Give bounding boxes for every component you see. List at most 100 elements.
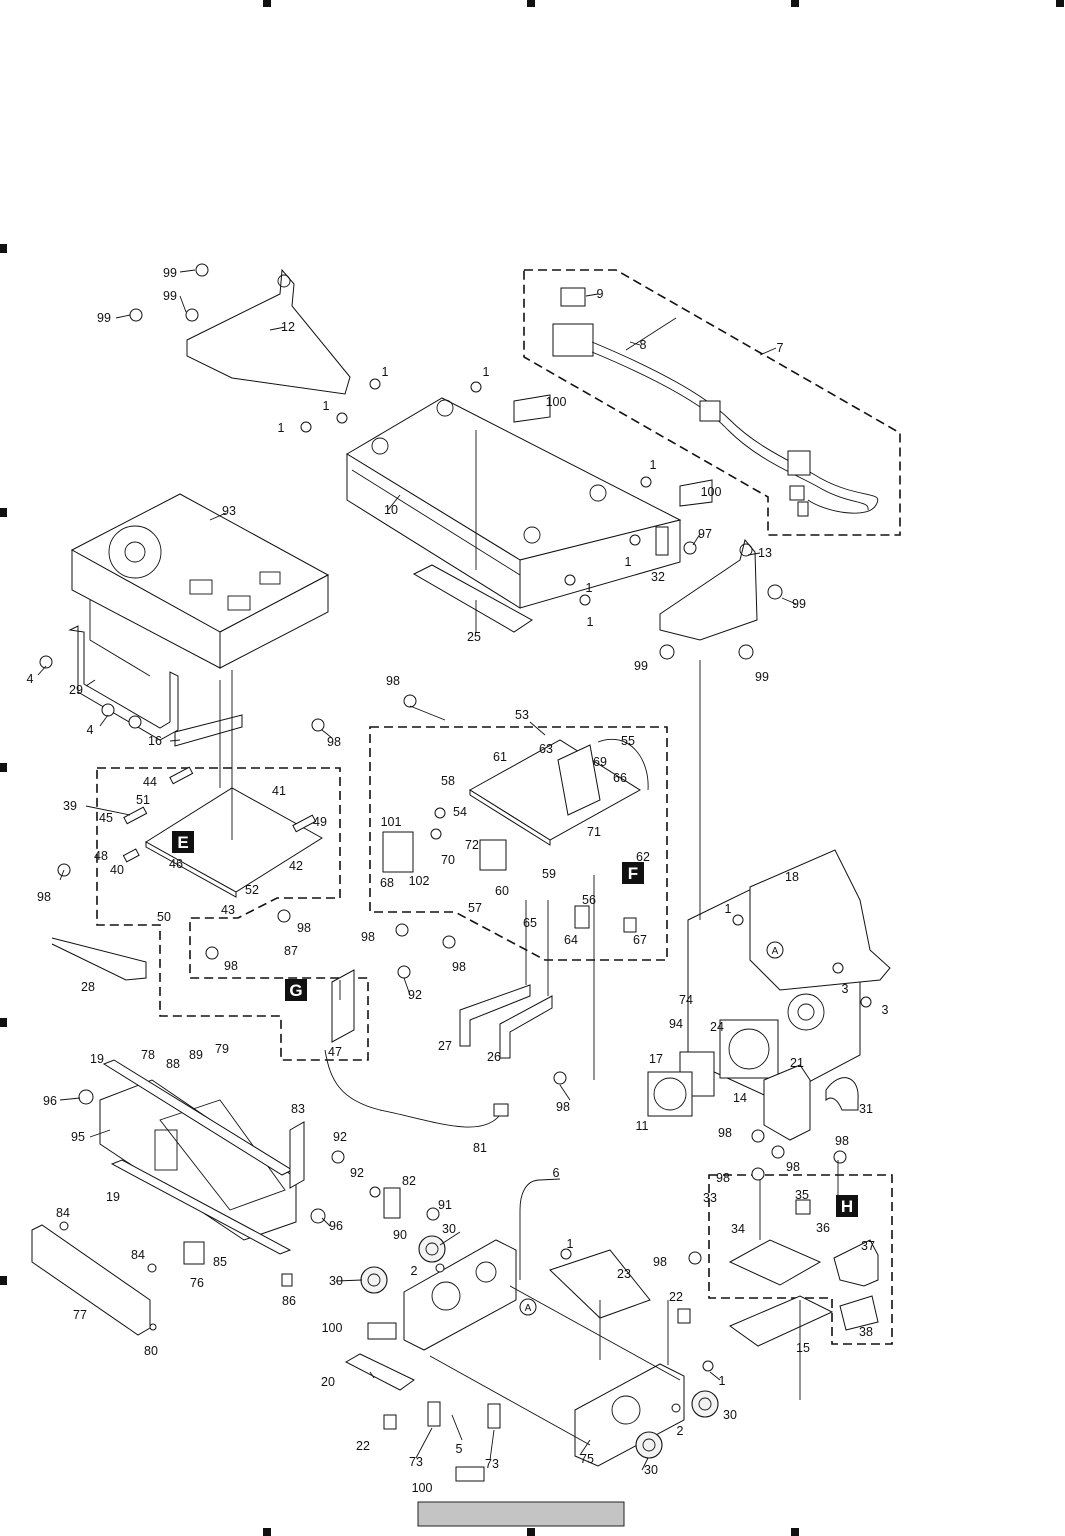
part-number-label: 1 (382, 365, 389, 379)
part-number-label: 21 (790, 1056, 804, 1070)
part-number-label: 28 (81, 980, 95, 994)
part-number-label: 1 (567, 1237, 574, 1251)
part-number-label: 15 (796, 1341, 810, 1355)
part-number-label: 80 (144, 1344, 158, 1358)
part-number-label: 96 (329, 1219, 343, 1233)
sheet-18 (749, 849, 891, 991)
part-number-label: 60 (495, 884, 509, 898)
part-number-label: 34 (731, 1222, 745, 1236)
part-number-label: 92 (408, 988, 422, 1002)
part-number-label: 24 (710, 1020, 724, 1034)
part-number-label: 29 (69, 683, 83, 697)
part-number-label: 44 (143, 775, 157, 789)
part-number-label: 96 (43, 1094, 57, 1108)
part-number-label: 98 (786, 1160, 800, 1174)
part-number-label: 2 (677, 1424, 684, 1438)
part-number-label: 98 (386, 674, 400, 688)
part-number-label: 6 (553, 1166, 560, 1180)
part-number-label: 30 (329, 1274, 343, 1288)
part-number-label: 94 (669, 1017, 683, 1031)
part-number-label: 1 (483, 365, 490, 379)
reference-circle: A (766, 941, 784, 959)
assembly-marker-f: F (622, 862, 644, 884)
front-panel-group (31, 1059, 401, 1336)
assembly-marker-e: E (172, 831, 194, 853)
svg-text:G: G (289, 981, 302, 1000)
part-number-label: 40 (110, 863, 124, 877)
part-number-label: 46 (169, 857, 183, 871)
part-number-label: 27 (438, 1039, 452, 1053)
part-number-label: 43 (221, 903, 235, 917)
part-number-label: 98 (835, 1134, 849, 1148)
part-number-label: 99 (163, 266, 177, 280)
part-number-label: 84 (131, 1248, 145, 1262)
part-number-label: 83 (291, 1102, 305, 1116)
part-number-label: 86 (282, 1294, 296, 1308)
part-number-label: 85 (213, 1255, 227, 1269)
part-number-label: 1 (725, 902, 732, 916)
fan-24 (719, 1019, 779, 1079)
part-number-label: 67 (633, 933, 647, 947)
sheet-20 (344, 1353, 415, 1391)
part-number-label: 99 (163, 289, 177, 303)
board-53-group (382, 738, 649, 1059)
part-number-label: 98 (297, 921, 311, 935)
part-number-label: 65 (523, 916, 537, 930)
part-number-label: 22 (669, 1290, 683, 1304)
part-number-label: 18 (785, 870, 799, 884)
label-100-a (513, 394, 551, 423)
part-number-label: 5 (456, 1442, 463, 1456)
part-number-label: 55 (621, 734, 635, 748)
part-number-label: 37 (861, 1239, 875, 1253)
part-number-label: 57 (468, 901, 482, 915)
label-100-d (455, 1466, 485, 1482)
part-number-label: 10 (384, 503, 398, 517)
assembly-marker-h: H (836, 1195, 858, 1217)
part-number-label: 72 (465, 838, 479, 852)
part-number-label: 52 (245, 883, 259, 897)
damper-30-d (635, 1431, 663, 1459)
sheet-15 (728, 1295, 834, 1347)
flex-cable-26 (499, 995, 553, 1059)
part-number-label: 51 (136, 793, 150, 807)
part-number-label: 78 (141, 1048, 155, 1062)
part-number-label: 48 (94, 849, 108, 863)
part-number-label: 99 (634, 659, 648, 673)
part-number-label: 99 (97, 311, 111, 325)
part-number-label: 63 (539, 742, 553, 756)
assembly-markers: E F G H (172, 831, 858, 1217)
part-number-label: 1 (586, 581, 593, 595)
part-number-label: 19 (90, 1052, 104, 1066)
fan-housing-11 (647, 1071, 693, 1117)
part-number-label: 58 (441, 774, 455, 788)
part-number-label: 92 (333, 1130, 347, 1144)
bracket-14 (763, 1064, 811, 1141)
part-number-label: 4 (27, 672, 34, 686)
part-number-label: 26 (487, 1050, 501, 1064)
label-100-b (679, 479, 713, 507)
part-number-label: 77 (73, 1308, 87, 1322)
part-number-label: 3 (882, 1003, 889, 1017)
part-number-label: 19 (106, 1190, 120, 1204)
part-number-label: 1 (625, 555, 632, 569)
board-outline-53-F (369, 726, 668, 961)
part-number-label: 100 (322, 1321, 343, 1335)
bracket-83 (289, 1121, 305, 1189)
part-number-label: 69 (593, 755, 607, 769)
part-number-label: 36 (816, 1221, 830, 1235)
sheet-38 (839, 1295, 879, 1331)
bracket-29 (68, 625, 179, 741)
part-number-label: 23 (617, 1267, 631, 1281)
part-number-label: 1 (587, 615, 594, 629)
bracket-12 (186, 268, 351, 395)
part-number-label: 73 (409, 1455, 423, 1469)
svg-text:H: H (841, 1197, 853, 1216)
part-number-label: 49 (313, 815, 327, 829)
leader-lines (37, 269, 839, 1471)
cd-mechanism-93 (70, 493, 330, 677)
part-number-label: 45 (99, 811, 113, 825)
part-number-label: 98 (224, 959, 238, 973)
part-number-label: 30 (644, 1463, 658, 1477)
part-number-label: 47 (328, 1045, 342, 1059)
